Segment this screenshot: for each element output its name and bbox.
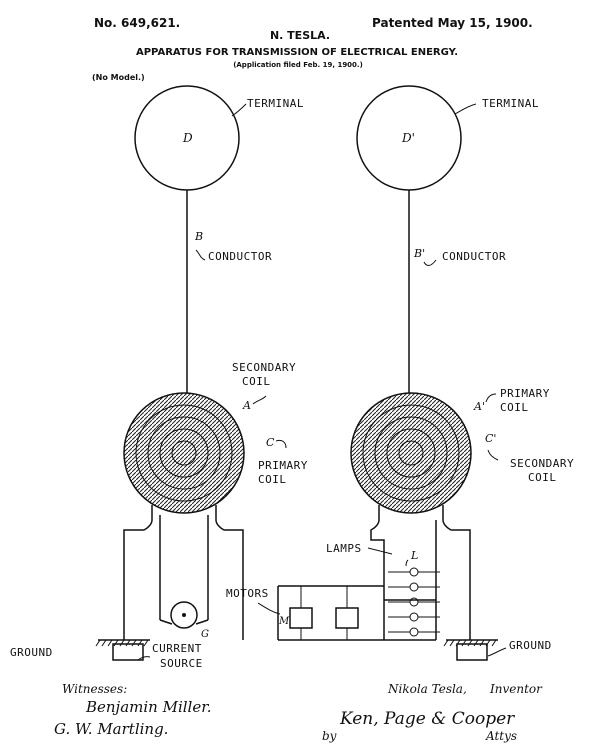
right-primary-label-2: COIL — [500, 401, 529, 414]
attorney-signature: Ken, Page & Cooper — [339, 709, 515, 729]
left-secondary-letter: A — [242, 399, 251, 412]
inventor-signature: Nikola Tesla, — [387, 682, 467, 696]
right-coil-ring-3 — [386, 428, 436, 478]
right-coil-neck-right — [442, 505, 471, 640]
left-coil-ring-1 — [135, 404, 233, 502]
left-primary-label-1: PRIMARY — [258, 459, 308, 472]
witness-2-signature: G. W. Martling. — [54, 720, 168, 738]
left-terminal-leader — [231, 103, 247, 117]
left-terminal-label: TERMINAL — [247, 97, 304, 110]
right-terminal-letter: D' — [401, 131, 415, 145]
left-coil-ring-3 — [159, 428, 209, 478]
patent-number: No. 649,621. — [94, 16, 180, 30]
left-secondary-leader — [252, 395, 267, 405]
right-primary-coil — [350, 392, 472, 514]
inventor-role: Inventor — [489, 682, 543, 696]
left-source-label-1: CURRENT — [152, 642, 202, 655]
patent-date: Patented May 15, 1900. — [372, 16, 533, 30]
left-generator-lead-1 — [159, 619, 173, 625]
lamp-3 — [409, 597, 419, 607]
left-generator-hub — [182, 613, 186, 617]
lamps-label: LAMPS — [326, 542, 362, 555]
right-coil-ring-2 — [374, 416, 448, 490]
attys-label: Attys — [485, 729, 517, 743]
lamp-5 — [409, 627, 419, 637]
lamps-leader — [367, 547, 393, 555]
lamp-1 — [409, 567, 419, 577]
witnesses-label: Witnesses: — [62, 682, 127, 696]
lamp-2 — [409, 582, 419, 592]
right-secondary-label-2: COIL — [528, 471, 557, 484]
right-ground-leader — [487, 647, 507, 657]
left-generator — [170, 601, 198, 629]
right-secondary-leader — [487, 449, 499, 461]
left-secondary-label-2: COIL — [242, 375, 271, 388]
right-ground-hatch — [443, 639, 497, 647]
left-primary-leader — [275, 439, 287, 449]
right-coil-neck — [370, 505, 385, 640]
motor-2 — [335, 607, 359, 629]
right-secondary-label-1: SECONDARY — [510, 457, 574, 470]
motors-leader — [257, 602, 281, 615]
motor-letter: M — [278, 616, 290, 627]
left-source-label-2: SOURCE — [160, 657, 203, 670]
model-note: (No Model.) — [92, 73, 145, 82]
left-conductor-leader — [195, 249, 206, 261]
left-ground-plate — [112, 643, 144, 661]
patent-title: APPARATUS FOR TRANSMISSION OF ELECTRICAL… — [136, 47, 458, 58]
left-ground-leader — [137, 656, 151, 661]
right-terminal-leader — [454, 103, 477, 115]
left-coil-ring-2 — [147, 416, 221, 490]
right-secondary-letter: C' — [485, 432, 496, 445]
right-conductor-letter: B' — [413, 247, 425, 260]
left-terminal-letter: D — [182, 131, 193, 145]
by-label: by — [322, 729, 337, 743]
left-coil-ring-4 — [171, 440, 197, 466]
left-coil-neck — [123, 505, 153, 640]
left-primary-letter: C — [266, 436, 275, 449]
left-generator-letter: G — [201, 629, 209, 640]
inventor-header: N. TESLA. — [270, 29, 330, 42]
motor-1 — [289, 607, 313, 629]
right-ground-label: GROUND — [509, 639, 552, 652]
lamps-letter: L — [410, 549, 418, 562]
right-primary-leader — [485, 393, 497, 403]
left-conductor-letter: B — [194, 230, 203, 243]
right-coil-ring-1 — [362, 404, 460, 502]
left-secondary-label-1: SECONDARY — [232, 361, 296, 374]
right-terminal-label: TERMINAL — [482, 97, 539, 110]
right-ground-plate — [456, 643, 488, 661]
witness-1-signature: Benjamin Miller. — [85, 698, 212, 716]
right-primary-letter: A' — [473, 400, 485, 413]
left-generator-lead-2 — [195, 619, 209, 625]
application-note: (Application filed Feb. 19, 1900.) — [233, 61, 363, 69]
left-conductor-label: CONDUCTOR — [208, 250, 272, 263]
right-coil-ring-4 — [398, 440, 424, 466]
right-conductor-leader — [423, 259, 437, 266]
lamp-4 — [409, 612, 419, 622]
left-ground-label: GROUND — [10, 646, 53, 659]
motors-label: MOTORS — [226, 587, 269, 600]
left-primary-label-2: COIL — [258, 473, 287, 486]
right-primary-label-1: PRIMARY — [500, 387, 550, 400]
right-conductor-label: CONDUCTOR — [442, 250, 506, 263]
left-secondary-coil — [123, 392, 245, 514]
lamp-bank — [388, 567, 440, 637]
left-coil-neck-right — [215, 505, 244, 640]
lamps-letter-leader — [405, 559, 409, 567]
left-ground-hatch — [95, 639, 149, 647]
